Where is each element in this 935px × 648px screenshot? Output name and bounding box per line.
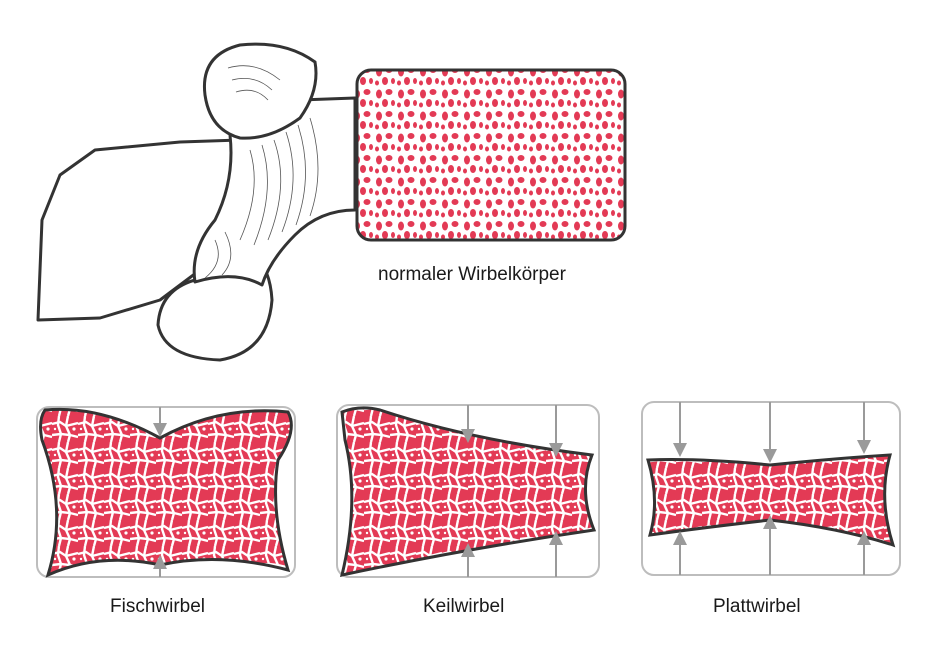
vertebral-body [355, 68, 627, 242]
keilwirbel-diagram [336, 404, 600, 578]
plattwirbel-label: Plattwirbel [713, 596, 801, 617]
fisch-ghost-outline [36, 406, 296, 578]
arch-hatching [204, 117, 319, 279]
keilwirbel-label: Keilwirbel [423, 596, 505, 617]
fisch-deformed-body [39, 407, 293, 578]
keil-deformed-body [339, 406, 597, 577]
fischwirbel-diagram [36, 406, 296, 578]
superior-articular-process [202, 42, 318, 140]
fischwirbel-label: Fischwirbel [110, 596, 206, 617]
platt-deformed-body [646, 453, 896, 548]
normal-vertebra-label: normaler Wirbelkörper [378, 264, 566, 285]
vertebral-arch [192, 96, 357, 287]
normal-vertebra [36, 42, 627, 362]
plattwirbel-diagram [641, 401, 901, 576]
